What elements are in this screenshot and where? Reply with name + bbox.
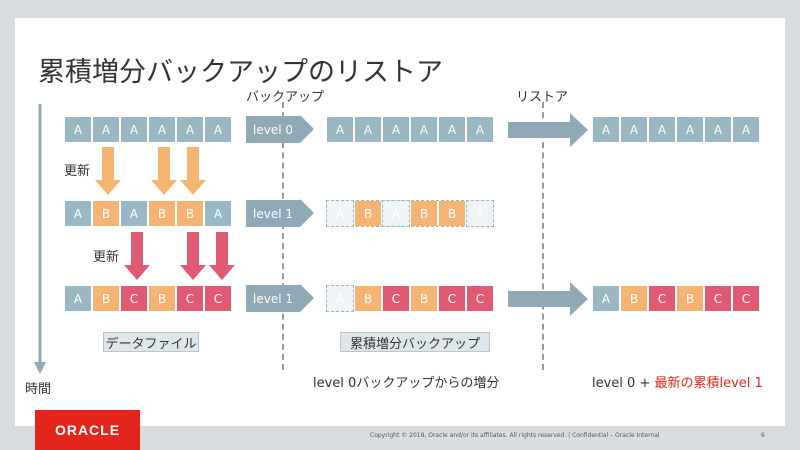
block-b: B	[620, 285, 648, 312]
block-b: B	[92, 285, 120, 312]
block-a: A	[326, 116, 354, 143]
block-a: A	[704, 116, 732, 143]
block-a: A	[648, 116, 676, 143]
block-c: C	[438, 285, 466, 312]
block-a: A	[326, 285, 354, 312]
block-b: B	[92, 200, 120, 227]
restore-divider	[542, 102, 544, 370]
block-a: A	[382, 200, 410, 227]
update-arrow-c3	[209, 232, 235, 280]
block-a: A	[676, 116, 704, 143]
block-a: A	[92, 116, 120, 143]
block-a: A	[204, 116, 232, 143]
level1-arrow-head-b	[300, 284, 314, 312]
slide-title: 累積増分バックアップのリストア	[38, 57, 443, 88]
level0-arrow-label: level 0	[246, 116, 300, 143]
block-c: C	[466, 285, 494, 312]
time-axis-arrow	[34, 104, 46, 374]
block-a: A	[620, 116, 648, 143]
block-a: A	[326, 200, 354, 227]
update-label-2: 更新	[93, 250, 120, 265]
block-a: A	[438, 116, 466, 143]
restore-caption-highlight: 最新の累積level 1	[654, 376, 763, 391]
oracle-logo: ORACLE	[35, 410, 140, 450]
level1-arrow-head-a	[300, 199, 314, 227]
block-a: A	[592, 285, 620, 312]
block-b: B	[410, 200, 438, 227]
time-label: 時間	[25, 382, 52, 397]
block-a: A	[64, 200, 92, 227]
block-a: A	[354, 116, 382, 143]
block-c: C	[648, 285, 676, 312]
backup-header: バックアップ	[246, 90, 325, 105]
block-c: C	[704, 285, 732, 312]
restore-caption-prefix: level 0 +	[592, 376, 655, 391]
block-b: B	[148, 200, 176, 227]
update-arrow-b3	[180, 147, 206, 195]
block-a: A	[466, 116, 494, 143]
block-a: A	[466, 200, 494, 227]
update-label-1: 更新	[64, 164, 91, 179]
block-b: B	[676, 285, 704, 312]
from-level0-caption: level 0バックアップからの増分	[313, 376, 500, 391]
block-b: B	[410, 285, 438, 312]
block-a: A	[410, 116, 438, 143]
block-c: C	[120, 285, 148, 312]
datafile-caption: データファイル	[103, 332, 199, 352]
block-a: A	[204, 200, 232, 227]
block-c: C	[732, 285, 760, 312]
block-a: A	[732, 116, 760, 143]
block-b: B	[438, 200, 466, 227]
level1-arrow-label-a: level 1	[246, 200, 300, 227]
cumulative-backup-caption: 累積増分バックアップ	[340, 332, 490, 352]
backup-divider	[282, 102, 284, 370]
block-a: A	[120, 200, 148, 227]
block-c: C	[176, 285, 204, 312]
block-a: A	[148, 116, 176, 143]
restore-header: リストア	[516, 90, 569, 105]
block-b: B	[176, 200, 204, 227]
orange-update-arrows	[95, 147, 206, 195]
update-arrow-b1	[95, 147, 121, 195]
footer-page-number: 6	[761, 432, 765, 439]
block-a: A	[592, 116, 620, 143]
block-a: A	[64, 285, 92, 312]
red-update-arrows	[124, 232, 235, 280]
level1-arrow-label-b: level 1	[246, 285, 300, 312]
block-b: B	[354, 200, 382, 227]
update-arrow-c1	[124, 232, 150, 280]
block-a: A	[120, 116, 148, 143]
block-a: A	[64, 116, 92, 143]
block-a: A	[176, 116, 204, 143]
restore-arrow-2	[508, 282, 588, 316]
update-arrow-c2	[180, 232, 206, 280]
block-c: C	[382, 285, 410, 312]
footer-copyright: Copyright © 2018, Oracle and/or its affi…	[370, 432, 660, 439]
update-arrow-b2	[151, 147, 177, 195]
block-a: A	[382, 116, 410, 143]
restore-caption: level 0 + 最新の累積level 1	[592, 372, 763, 391]
level0-arrow-head	[300, 115, 314, 143]
block-c: C	[204, 285, 232, 312]
block-b: B	[148, 285, 176, 312]
block-b: B	[354, 285, 382, 312]
restore-arrow-1	[508, 113, 588, 147]
